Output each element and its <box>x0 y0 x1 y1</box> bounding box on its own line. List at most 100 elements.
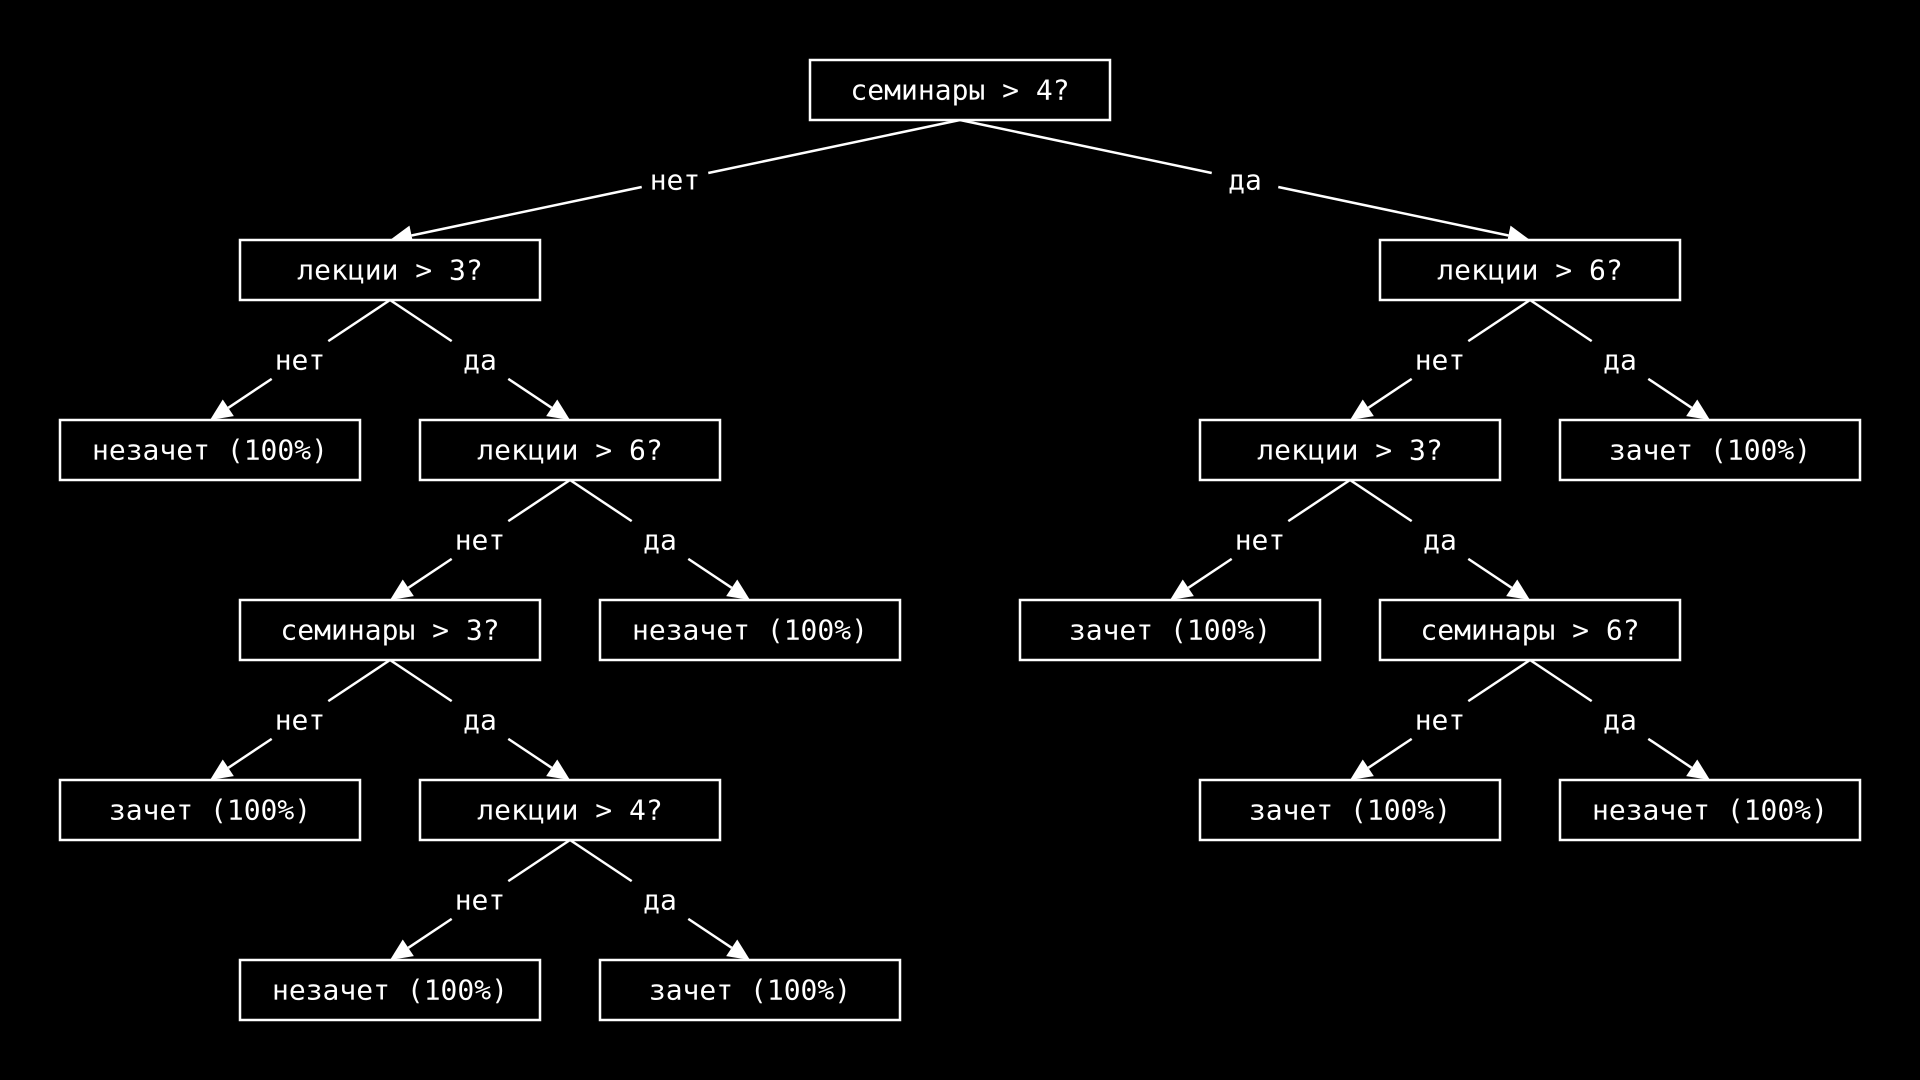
node-box <box>1198 778 1502 842</box>
edge-line-segment <box>327 298 391 343</box>
node-label: незачет (100%) <box>632 614 868 647</box>
edge-да: да <box>389 658 570 780</box>
node-label: зачет (100%) <box>1069 614 1271 647</box>
arrowhead-icon <box>1350 759 1374 780</box>
arrowhead-icon <box>1170 579 1194 600</box>
edge-line-segment <box>227 377 273 409</box>
decision-node: лекции > 3? <box>238 238 542 302</box>
edge-line-segment <box>1467 298 1531 343</box>
edge-line-segment <box>1367 377 1413 409</box>
arrowhead-icon <box>390 579 414 600</box>
edge-label: да <box>643 524 677 557</box>
edge-нет: нет <box>210 298 391 420</box>
edge-label: нет <box>650 164 701 197</box>
edge-label: нет <box>455 884 506 917</box>
arrowhead-icon <box>546 759 570 780</box>
edge-нет: нет <box>390 118 961 246</box>
node-label: зачет (100%) <box>109 794 311 827</box>
node-label: зачет (100%) <box>649 974 851 1007</box>
edge-line-segment <box>507 737 553 769</box>
node-box <box>418 418 722 482</box>
edge-line-segment <box>507 478 571 523</box>
node-box <box>1558 778 1862 842</box>
node-box <box>238 958 542 1022</box>
leaf-node: зачет (100%) <box>1558 418 1862 482</box>
edge-line-segment <box>507 838 571 883</box>
arrowhead-icon <box>1350 399 1374 420</box>
leaf-node: зачет (100%) <box>1018 598 1322 662</box>
edge-label: да <box>463 704 497 737</box>
node-label: лекции > 4? <box>477 794 662 827</box>
edge-line-segment <box>1278 185 1509 237</box>
edge-line-segment <box>1349 478 1413 523</box>
node-label: лекции > 3? <box>297 254 482 287</box>
node-box <box>598 958 902 1022</box>
leaf-node: зачет (100%) <box>58 778 362 842</box>
edge-line-segment <box>569 478 633 523</box>
node-box <box>1018 598 1322 662</box>
node-label: незачет (100%) <box>1592 794 1828 827</box>
node-box <box>1198 418 1502 482</box>
arrowhead-icon <box>726 579 750 600</box>
leaf-node: незачет (100%) <box>1558 778 1862 842</box>
node-box <box>418 778 722 842</box>
edge-line-segment <box>1529 658 1593 703</box>
node-label: лекции > 3? <box>1257 434 1442 467</box>
edge-label: нет <box>1415 704 1466 737</box>
edge-line-segment <box>1647 737 1693 769</box>
edge-нет: нет <box>210 658 391 780</box>
edge-нет: нет <box>1350 658 1531 780</box>
edge-line-segment <box>407 917 453 949</box>
edge-line-segment <box>1467 658 1531 703</box>
node-label: лекции > 6? <box>477 434 662 467</box>
arrowhead-icon <box>1686 759 1710 780</box>
edge-line-segment <box>1467 557 1513 589</box>
edge-label: нет <box>1415 344 1466 377</box>
node-box <box>808 58 1112 122</box>
edge-нет: нет <box>390 838 571 960</box>
edge-line-segment <box>407 557 453 589</box>
edge-line-segment <box>227 737 273 769</box>
edge-line-segment <box>1647 377 1693 409</box>
edge-label: да <box>1423 524 1457 557</box>
edge-label: да <box>463 344 497 377</box>
decision-node: лекции > 6? <box>1378 238 1682 302</box>
edge-да: да <box>1349 478 1530 600</box>
edge-line-segment <box>569 838 633 883</box>
arrowhead-icon <box>1686 399 1710 420</box>
edge-нет: нет <box>1350 298 1531 420</box>
edge-line-segment <box>1187 557 1233 589</box>
leaf-node: зачет (100%) <box>598 958 902 1022</box>
arrowhead-icon <box>1506 579 1530 600</box>
edge-label: нет <box>275 704 326 737</box>
decision-node: семинары > 3? <box>238 598 542 662</box>
edge-да: да <box>1529 658 1710 780</box>
nodes-layer: семинары > 4? лекции > 3? лекции > 6? незач… <box>58 58 1862 1022</box>
edge-line-segment <box>411 185 642 237</box>
arrowhead-icon <box>726 939 750 960</box>
edge-line-segment <box>1287 478 1351 523</box>
edge-label: да <box>1603 704 1637 737</box>
edge-label: да <box>1603 344 1637 377</box>
node-label: незачет (100%) <box>92 434 328 467</box>
node-label: семинары > 6? <box>1420 614 1639 647</box>
edge-да: да <box>389 298 570 420</box>
edge-label: нет <box>275 344 326 377</box>
node-box <box>238 598 542 662</box>
decision-node: семинары > 6? <box>1378 598 1682 662</box>
node-box <box>58 778 362 842</box>
node-label: семинары > 3? <box>280 614 499 647</box>
node-label: семинары > 4? <box>850 74 1069 107</box>
edge-line-segment <box>507 377 553 409</box>
edge-line-segment <box>327 658 391 703</box>
decision-node: лекции > 6? <box>418 418 722 482</box>
node-box <box>1378 598 1682 662</box>
edge-нет: нет <box>1170 478 1351 600</box>
leaf-node: незачет (100%) <box>598 598 902 662</box>
edge-label: нет <box>455 524 506 557</box>
node-box <box>1558 418 1862 482</box>
edge-да: да <box>959 118 1530 246</box>
edge-line-segment <box>687 917 733 949</box>
